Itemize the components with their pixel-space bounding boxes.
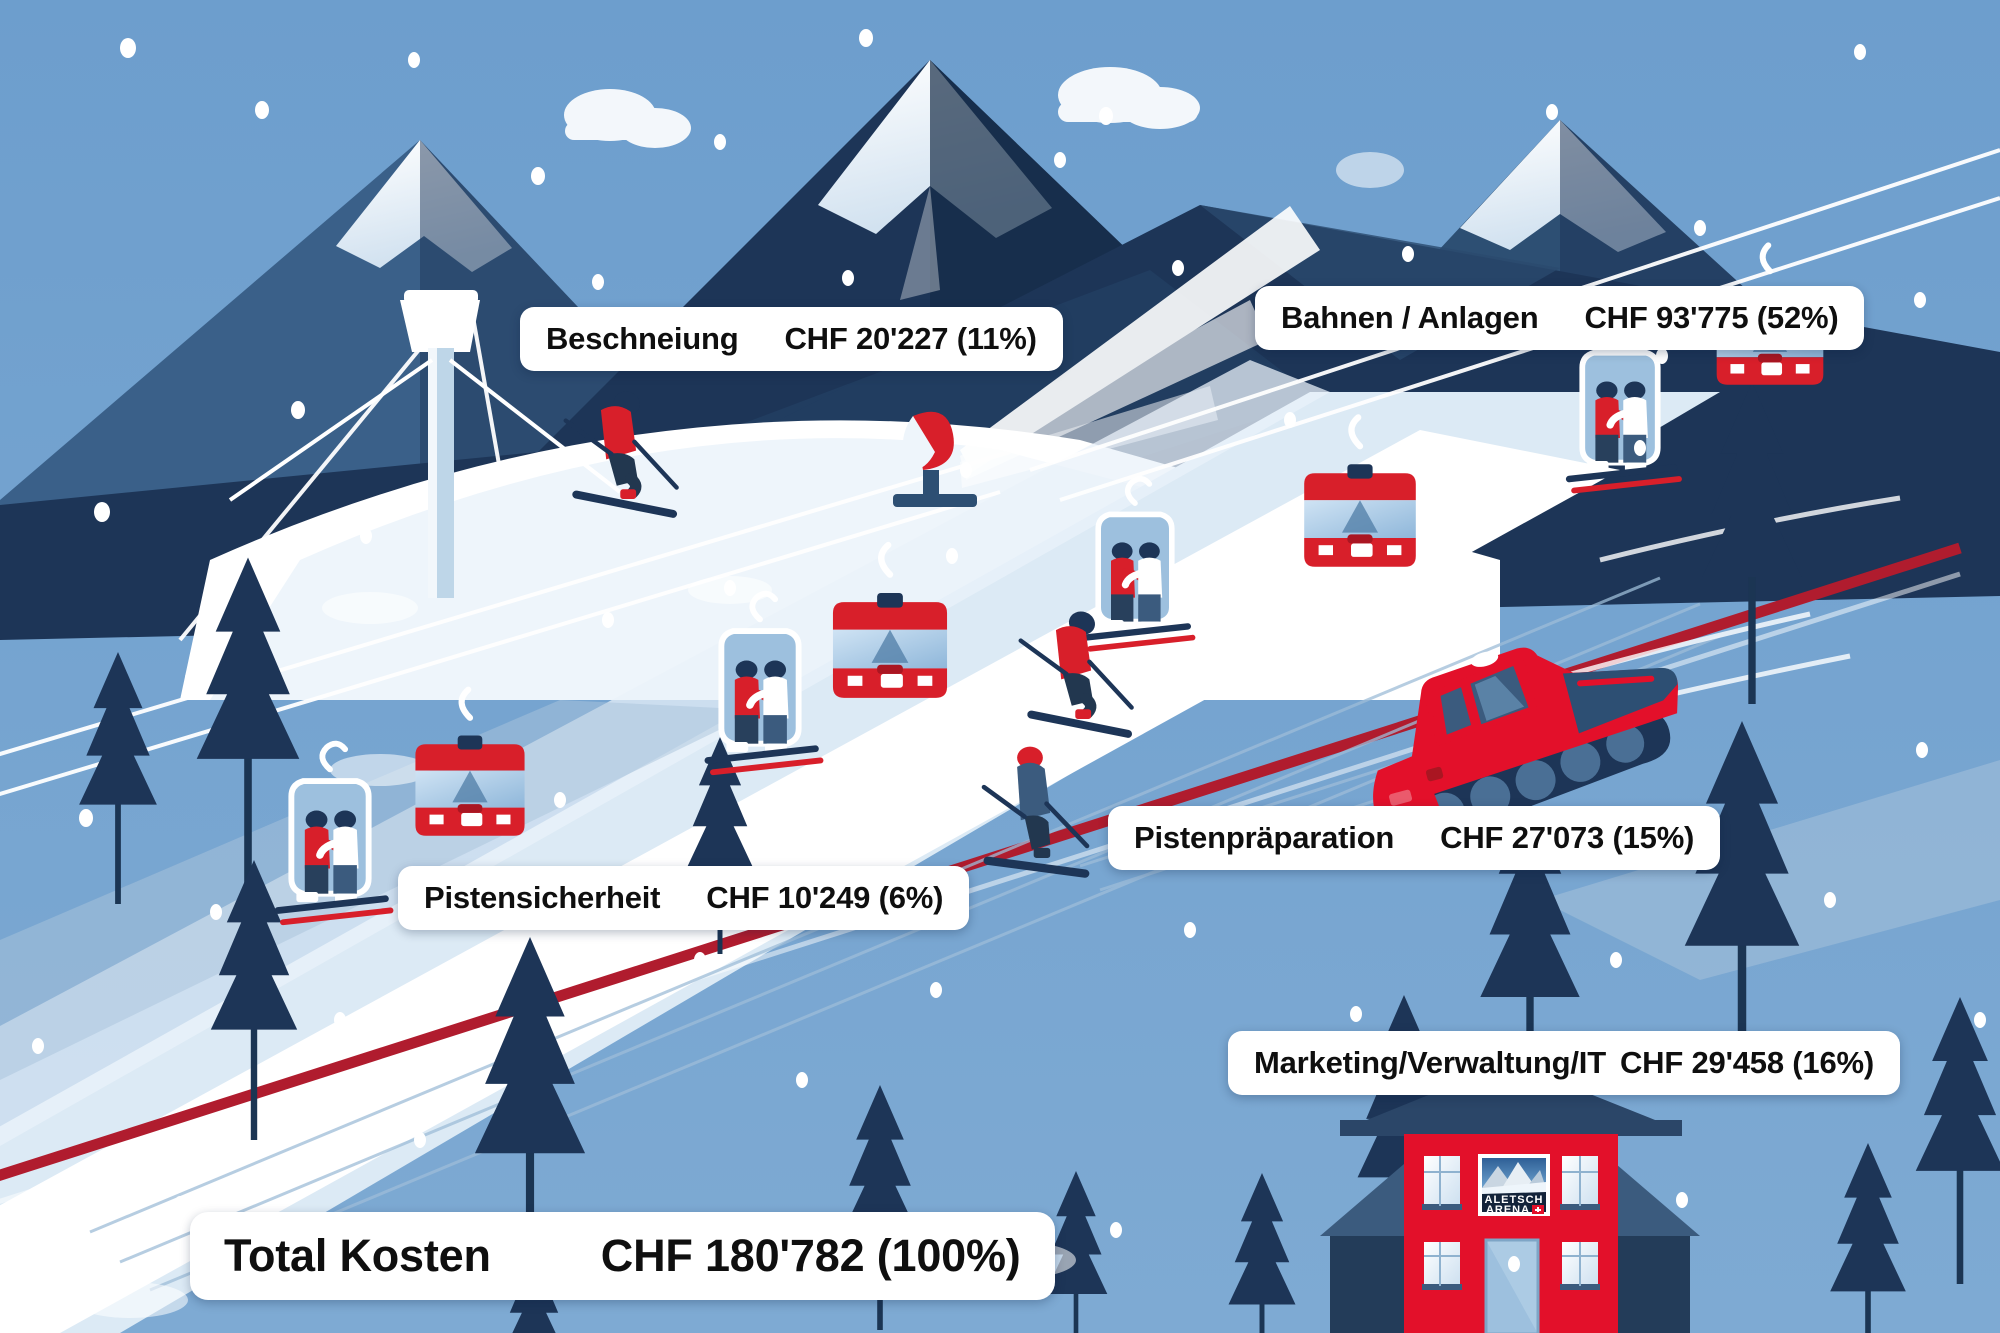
clouds (564, 67, 1404, 188)
label-pistenpraeparation-category: Pistenpräparation (1134, 820, 1395, 855)
label-marketing-verwaltung-it[interactable]: Marketing/Verwaltung/IT CHF 29'458 (16%) (1228, 1031, 1900, 1095)
label-pistenpraeparation[interactable]: Pistenpräparation CHF 27'073 (15%) (1108, 806, 1721, 870)
label-pistenpraeparation-amount: CHF 27'073 (15%) (1440, 820, 1695, 855)
lift-pylon (228, 290, 622, 598)
label-bahnen-amount: CHF 93'775 (52%) (1584, 300, 1839, 335)
gondola-cabin-left (415, 686, 525, 836)
label-marketing-amount: CHF 29'458 (16%) (1619, 1045, 1874, 1080)
label-bahnen-anlagen[interactable]: Bahnen / Anlagen CHF 93'775 (52%) (1255, 286, 1865, 350)
label-pistensicherheit-category: Pistensicherheit (424, 880, 661, 915)
label-total-amount: CHF 180'782 (100%) (600, 1230, 1021, 1281)
label-total-category: Total Kosten (224, 1230, 491, 1281)
svg-text:ALETSCH: ALETSCH (1485, 1194, 1544, 1206)
gondola-cabin-mid (1304, 414, 1416, 567)
resort-building: ALETSCH ARENA (1320, 1062, 1700, 1333)
building-windows (1422, 1156, 1600, 1290)
aletsch-arena-sign: ALETSCH ARENA (1478, 1154, 1550, 1216)
label-pistensicherheit[interactable]: Pistensicherheit CHF 10'249 (6%) (398, 866, 970, 930)
label-marketing-category: Marketing/Verwaltung/IT (1254, 1045, 1606, 1080)
falling-snow (32, 29, 1986, 1272)
snow-cannon (893, 411, 977, 507)
label-beschneiung-amount: CHF 20'227 (11%) (784, 321, 1037, 356)
label-bahnen-category: Bahnen / Anlagen (1281, 300, 1539, 335)
svg-text:ARENA: ARENA (1486, 1204, 1530, 1216)
label-total-kosten[interactable]: Total Kosten CHF 180'782 (100%) (190, 1212, 1055, 1300)
gondola-cabin-top-right (1716, 242, 1824, 385)
label-beschneiung-category: Beschneiung (546, 321, 739, 356)
label-pistensicherheit-amount: CHF 10'249 (6%) (706, 880, 944, 915)
gondola-cabin-center (832, 541, 948, 698)
label-beschneiung[interactable]: Beschneiung CHF 20'227 (11%) (520, 307, 1063, 371)
